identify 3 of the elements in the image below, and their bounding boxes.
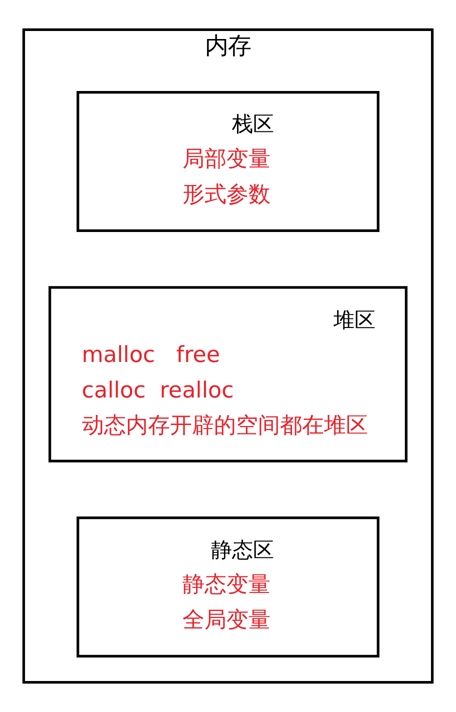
node-box: 栈区 局部变量 形式参数 (76, 91, 380, 232)
node-box: 静态区 静态变量 全局变量 (76, 516, 380, 658)
node-box: 堆区 malloc free calloc realloc 动态内存开辟的空间都在堆区 (48, 286, 408, 462)
